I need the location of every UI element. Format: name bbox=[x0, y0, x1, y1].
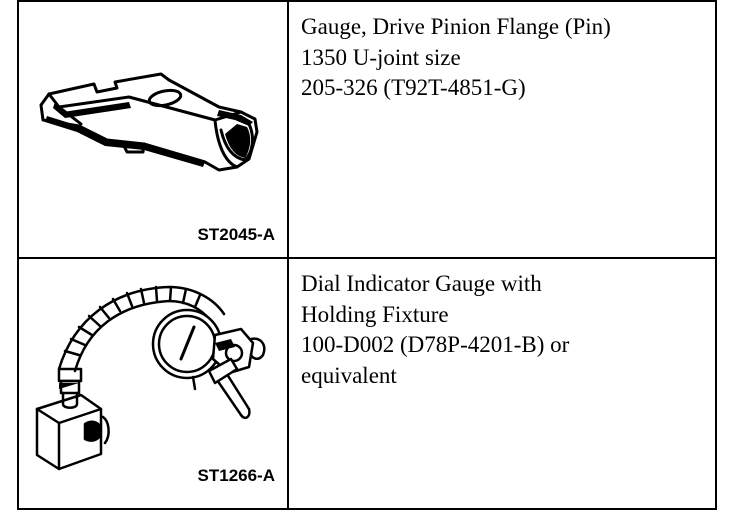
tool-description-line: 1350 U-joint size bbox=[301, 44, 461, 70]
figure-id-label: ST2045-A bbox=[197, 225, 275, 244]
tool-description-line: Dial Indicator Gauge with bbox=[301, 271, 542, 296]
tool-image-cell: ST2045-A bbox=[17, 0, 289, 259]
tool-description-line: Gauge, Drive Pinion Flange (Pin) bbox=[301, 14, 611, 39]
tool-description-cell: Gauge, Drive Pinion Flange (Pin) 1350 U-… bbox=[287, 0, 717, 259]
tool-row: ST2045-A Gauge, Drive Pinion Flange (Pin… bbox=[17, 0, 717, 259]
tool-image-cell: ST1266-A bbox=[17, 257, 289, 510]
tool-row: ST1266-A Dial Indicator Gauge with Holdi… bbox=[17, 257, 717, 510]
tool-table: ST2045-A Gauge, Drive Pinion Flange (Pin… bbox=[17, 0, 717, 510]
tool-description-line: Holding Fixture bbox=[301, 301, 449, 327]
drive-pinion-flange-gauge-icon bbox=[39, 72, 259, 172]
tool-description-line: equivalent bbox=[301, 362, 397, 388]
dial-indicator-gauge-icon bbox=[35, 285, 266, 471]
tool-description-cell: Dial Indicator Gauge with Holding Fixtur… bbox=[287, 257, 717, 510]
tool-description-line: 100-D002 (D78P-4201-B) or bbox=[301, 332, 570, 357]
figure-id-label: ST1266-A bbox=[197, 466, 275, 485]
tool-description-line: 205-326 (T92T-4851-G) bbox=[301, 75, 526, 100]
